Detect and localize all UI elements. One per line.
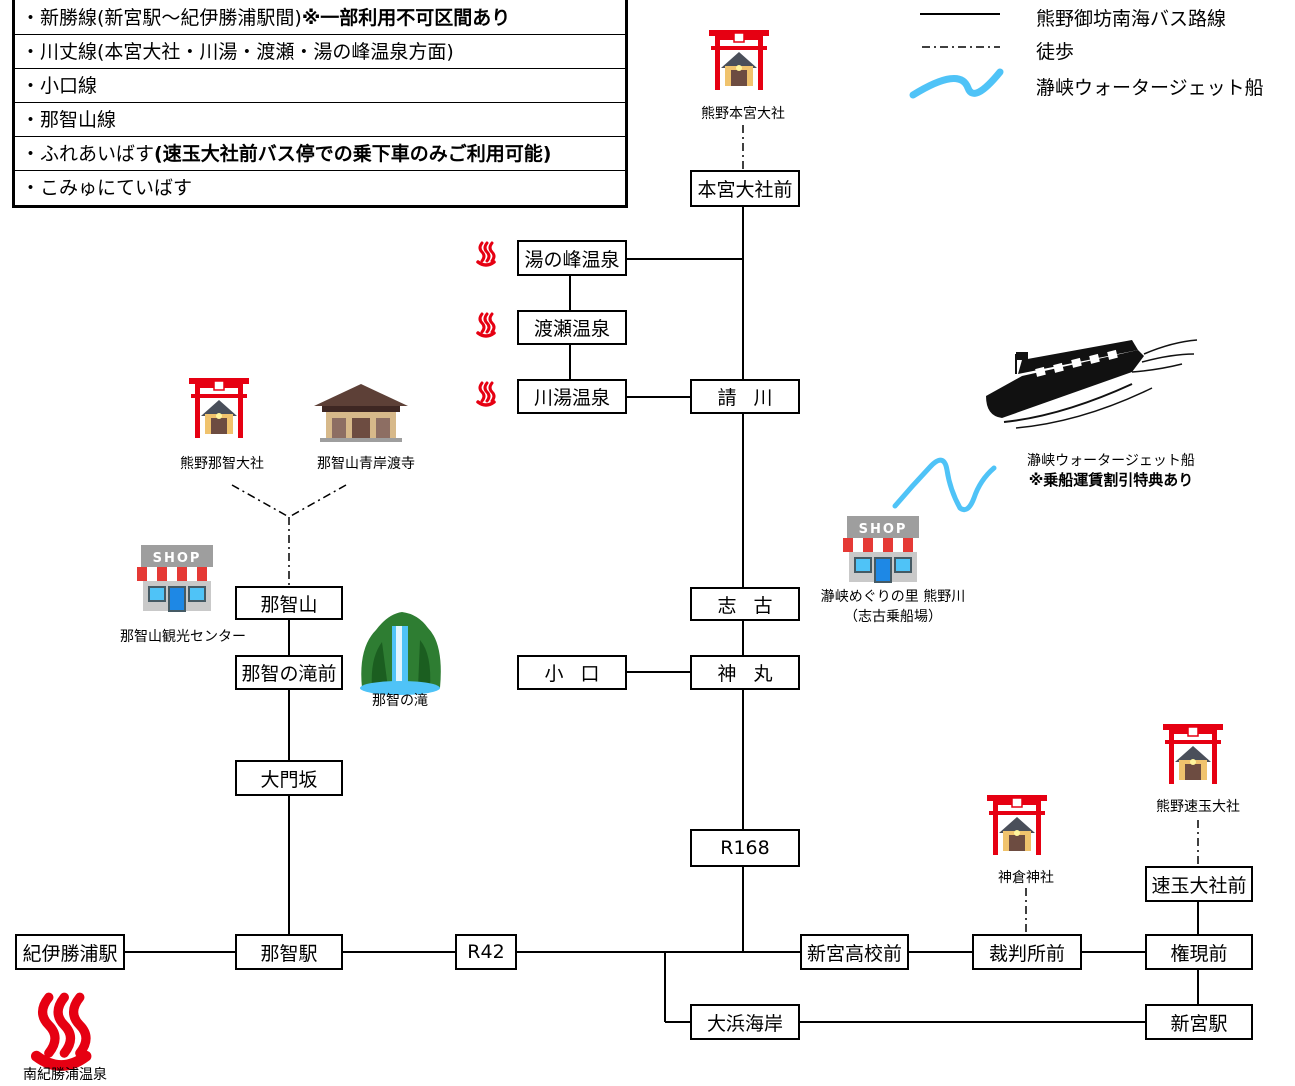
stop-nachisan[interactable]: 那智山 xyxy=(235,586,343,620)
stop-gongen-mae[interactable]: 権現前 xyxy=(1145,934,1253,970)
waterfall-icon xyxy=(360,612,441,695)
place-nachi-taisha: 熊野那智大社 xyxy=(180,456,264,472)
route-name: ・こみゅにていばす xyxy=(21,177,193,199)
stop-saibansho-mae[interactable]: 裁判所前 xyxy=(972,934,1082,970)
jet-route-legend-line xyxy=(909,68,1004,99)
route-list-item: ・川丈線(本宮大社・川湯・渡瀬・湯の峰温泉方面) xyxy=(15,35,625,69)
stop-kamimaru[interactable]: 神丸 xyxy=(690,655,800,690)
place-nachi-no-taki: 那智の滝 xyxy=(372,693,428,709)
route-list-item: ・小口線 xyxy=(15,69,625,103)
stop-shiko[interactable]: 志古 xyxy=(690,587,800,621)
route-name: ・ふれあいばす xyxy=(21,143,155,165)
route-name: ・小口線 xyxy=(21,75,98,97)
stop-shingu-station[interactable]: 新宮駅 xyxy=(1145,1004,1253,1040)
route-name: ・川丈線(本宮大社・川湯・渡瀬・湯の峰温泉方面) xyxy=(21,41,454,63)
stop-kawayu-onsen[interactable]: 川湯温泉 xyxy=(517,379,627,414)
place-jet-boat: 瀞峡ウォータージェット船 xyxy=(1027,453,1195,469)
place-nanki-katsuura-onsen: 南紀勝浦温泉 xyxy=(23,1067,107,1083)
stop-ohama-kaigan[interactable]: 大浜海岸 xyxy=(690,1004,800,1040)
hot-spring-icon xyxy=(476,381,496,407)
place-dorokyo-meguri-no-sato: 瀞峡めぐりの里 熊野川 xyxy=(820,589,966,605)
hot-spring-icon xyxy=(36,997,86,1065)
place-shiko-joseba: （志古乗船場） xyxy=(844,609,942,625)
legend-walk-label: 徒歩 xyxy=(1036,41,1075,63)
stop-daimonzaka[interactable]: 大門坂 xyxy=(235,760,343,796)
stop-kii-katsuura-station[interactable]: 紀伊勝浦駅 xyxy=(15,934,125,970)
route-name: ・新勝線(新宮駅～紀伊勝浦駅間) xyxy=(21,7,302,29)
place-seiganto-ji: 那智山青岸渡寺 xyxy=(317,456,415,472)
stop-r168[interactable]: R168 xyxy=(690,829,800,867)
route-list-panel: ・新勝線(新宮駅～紀伊勝浦駅間)※一部利用不可区間あり ・川丈線(本宮大社・川湯… xyxy=(12,0,628,208)
stop-hayatama-taisha-mae[interactable]: 速玉大社前 xyxy=(1145,866,1253,902)
hot-spring-icon xyxy=(476,312,496,338)
place-kamikura-jinja: 神倉神社 xyxy=(998,870,1054,886)
stop-yunomine-onsen[interactable]: 湯の峰温泉 xyxy=(517,240,627,276)
stop-r42[interactable]: R42 xyxy=(455,934,517,970)
route-list-item: ・ふれあいばす(速玉大社前バス停での乗下車のみご利用可能) xyxy=(15,137,625,171)
stop-nachi-no-taki-mae[interactable]: 那智の滝前 xyxy=(235,655,343,690)
stop-watarase-onsen[interactable]: 渡瀬温泉 xyxy=(517,310,627,345)
shrine-icon xyxy=(188,377,250,439)
stop-koguchi[interactable]: 小口 xyxy=(517,655,627,690)
legend-jet-label: 瀞峡ウォータージェット船 xyxy=(1036,77,1264,99)
shop-sign-text: SHOP xyxy=(858,522,908,537)
shrine-icon xyxy=(986,794,1048,856)
boat-icon xyxy=(986,339,1198,429)
place-nachi-kanko-center: 那智山観光センター xyxy=(120,629,246,645)
place-hongu-taisha: 熊野本宮大社 xyxy=(701,106,785,122)
stop-hongu-taisha-mae[interactable]: 本宮大社前 xyxy=(690,170,800,207)
hot-spring-icon xyxy=(476,241,496,267)
route-name: ・那智山線 xyxy=(21,109,117,131)
route-note: (速玉大社前バス停での乗下車のみご利用可能) xyxy=(154,143,552,165)
legend-bus-label: 熊野御坊南海バス路線 xyxy=(1036,8,1227,30)
shop-sign-text: SHOP xyxy=(152,551,202,566)
temple-icon xyxy=(314,384,408,442)
stop-shingu-koko-mae[interactable]: 新宮高校前 xyxy=(800,934,909,970)
stop-ukegawa[interactable]: 請川 xyxy=(690,379,800,414)
jet-route-line xyxy=(892,457,997,513)
jet-boat-discount-note: ※乗船運賃割引特典あり xyxy=(1028,471,1194,489)
place-hayatama-taisha: 熊野速玉大社 xyxy=(1156,799,1240,815)
route-note: ※一部利用不可区間あり xyxy=(301,7,511,29)
shrine-icon xyxy=(708,29,770,91)
route-list-item: ・那智山線 xyxy=(15,103,625,137)
route-list-item: ・新勝線(新宮駅～紀伊勝浦駅間)※一部利用不可区間あり xyxy=(15,0,625,35)
stop-nachi-station[interactable]: 那智駅 xyxy=(235,934,343,970)
shrine-icon xyxy=(1162,723,1224,785)
route-list-item: ・こみゅにていばす xyxy=(15,171,625,205)
